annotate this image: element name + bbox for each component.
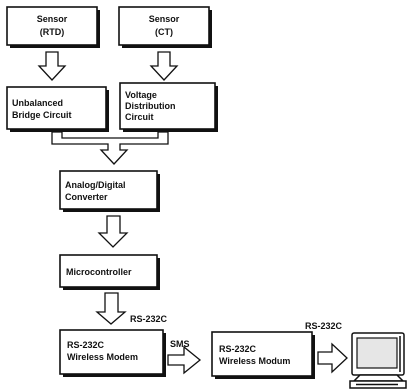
arrow-merge-to-adc [51, 131, 169, 165]
wireless-modem-box: RS-232C Wireless Modem [59, 329, 166, 377]
modem1-label-line1: RS-232C [67, 340, 105, 350]
arrow-modem-to-pc [317, 342, 348, 374]
arrow-adc-to-micro [97, 215, 129, 248]
computer-icon [349, 332, 407, 389]
modem2-label-line2: Wireless Modum [219, 356, 290, 366]
sensor-ct-label-line2: (CT) [155, 27, 173, 37]
unbalanced-bridge-box: Unbalanced Bridge Circuit [6, 86, 109, 132]
sensor-ct-label-line1: Sensor [149, 14, 180, 24]
modem2-label-line1: RS-232C [219, 344, 257, 354]
rs232c-link-label: RS-232C [130, 314, 168, 324]
modem1-label-line2: Wireless Modem [67, 352, 138, 362]
bridge-label-line2: Bridge Circuit [12, 110, 72, 120]
bridge-label-line1: Unbalanced [12, 98, 63, 108]
arrow-ct-to-voltage [149, 51, 179, 81]
sensor-rtd-label-line2: (RTD) [40, 27, 65, 37]
rs232c-pc-label: RS-232C [305, 321, 343, 331]
wireless-modum-box: RS-232C Wireless Modum [211, 331, 315, 379]
adc-label-line2: Converter [65, 192, 108, 202]
adc-box: Analog/Digital Converter [59, 170, 160, 212]
voltage-label-line2: Distribution [125, 101, 176, 111]
arrow-sms [167, 345, 202, 375]
sms-label: SMS [170, 339, 190, 349]
microcontroller-box: Microcontroller [59, 254, 160, 290]
voltage-distribution-box: Voltage Distribution Circuit [119, 82, 218, 132]
voltage-label-line3: Circuit [125, 112, 154, 122]
micro-label-line1: Microcontroller [66, 267, 132, 277]
adc-label-line1: Analog/Digital [65, 180, 126, 190]
arrow-micro-to-modem [95, 292, 127, 325]
sensor-ct-box: Sensor (CT) [118, 6, 212, 48]
sensor-rtd-box: Sensor (RTD) [6, 6, 100, 48]
sensor-rtd-label-line1: Sensor [37, 14, 68, 24]
voltage-label-line1: Voltage [125, 90, 157, 100]
arrow-rtd-to-bridge [37, 51, 67, 81]
